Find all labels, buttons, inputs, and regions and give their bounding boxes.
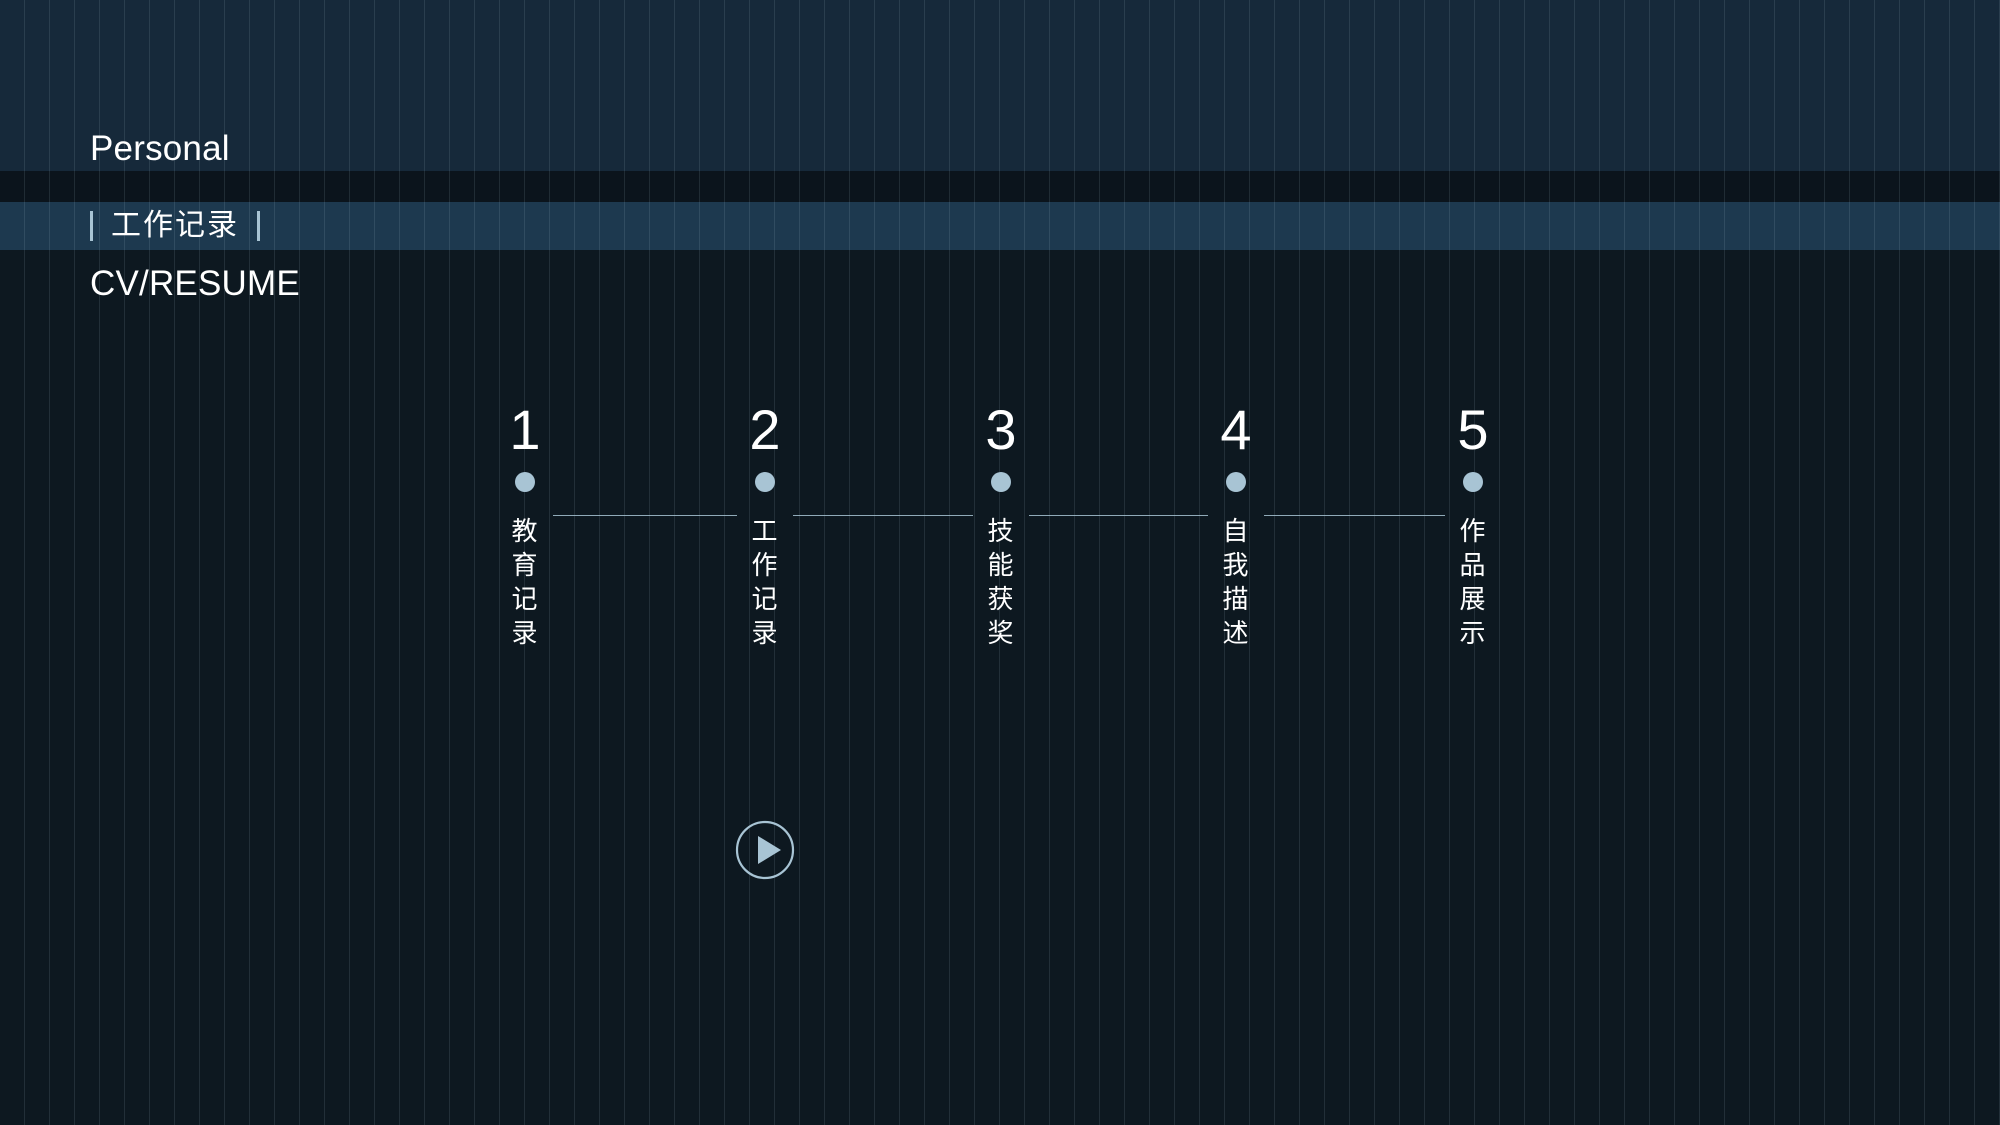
section-right-pipe-icon (257, 211, 260, 241)
timeline-step-label-char: 品 (1459, 550, 1487, 580)
section-left-pipe-icon (90, 211, 93, 241)
timeline-dot-row (921, 464, 1081, 500)
timeline-dot-row (445, 464, 605, 500)
timeline-connector (553, 515, 737, 516)
timeline-dot-row (1156, 464, 1316, 500)
timeline-step-label-char: 能 (987, 550, 1015, 580)
timeline-step-label-char: 录 (511, 618, 539, 648)
play-button[interactable] (735, 820, 795, 880)
timeline-step-label-char: 获 (987, 584, 1015, 614)
play-icon (735, 820, 795, 880)
timeline-step-label-char: 描 (1222, 584, 1250, 614)
timeline-step-label-char: 作 (751, 550, 779, 580)
timeline-step-label: 教育记录 (445, 514, 605, 650)
page-title-line-2: CV/RESUME (90, 264, 300, 303)
header-gap-band (0, 171, 2000, 202)
timeline-step-number: 3 (985, 398, 1017, 461)
timeline-dot-icon (1463, 472, 1483, 492)
timeline-dot-icon (755, 472, 775, 492)
timeline-step-number: 2 (749, 398, 781, 461)
timeline-dot-icon (991, 472, 1011, 492)
timeline-step-label-char: 录 (751, 618, 779, 648)
timeline-connector (793, 515, 973, 516)
timeline-dot-row (1393, 464, 1553, 500)
timeline-step[interactable]: 3 技能获奖 (921, 400, 1081, 650)
page-title: Personal CV/RESUME (90, 36, 300, 396)
header-band (0, 0, 2000, 171)
timeline-step-label: 作品展示 (1393, 514, 1553, 650)
section-title: 工作记录 (111, 209, 239, 242)
section-header: 工作记录 (90, 202, 260, 250)
timeline-step-label: 自我描述 (1156, 514, 1316, 650)
timeline-dot-icon (1226, 472, 1246, 492)
timeline-step-label-char: 作 (1459, 516, 1487, 546)
timeline-step-label-char: 展 (1459, 584, 1487, 614)
timeline-step-label-char: 奖 (987, 618, 1015, 648)
timeline-step-label-char: 我 (1222, 550, 1250, 580)
timeline-step-number: 4 (1220, 398, 1252, 461)
timeline-step-label-char: 述 (1222, 618, 1250, 648)
timeline-step-number: 1 (509, 398, 541, 461)
timeline-step[interactable]: 4 自我描述 (1156, 400, 1316, 650)
timeline-step[interactable]: 2 工作记录 (685, 400, 845, 650)
timeline-step[interactable]: 1 教育记录 (445, 400, 605, 650)
timeline-step-label-char: 记 (751, 584, 779, 614)
timeline-step-label-char: 教 (511, 516, 539, 546)
timeline-step-label-char: 自 (1222, 516, 1250, 546)
timeline-step-label-char: 工 (751, 516, 779, 546)
timeline-connector (1029, 515, 1208, 516)
timeline-dot-row (685, 464, 845, 500)
timeline-step[interactable]: 5 作品展示 (1393, 400, 1553, 650)
timeline-step-label-char: 育 (511, 550, 539, 580)
section-title-band (0, 202, 2000, 250)
timeline-step-label: 技能获奖 (921, 514, 1081, 650)
timeline-step-label-char: 记 (511, 584, 539, 614)
timeline-step-label: 工作记录 (685, 514, 845, 650)
timeline-connector (1264, 515, 1445, 516)
page-title-line-1: Personal (90, 129, 230, 168)
timeline-step-label-char: 示 (1459, 618, 1487, 648)
timeline-step-number: 5 (1457, 398, 1489, 461)
timeline-step-label-char: 技 (987, 516, 1015, 546)
timeline-dot-icon (515, 472, 535, 492)
